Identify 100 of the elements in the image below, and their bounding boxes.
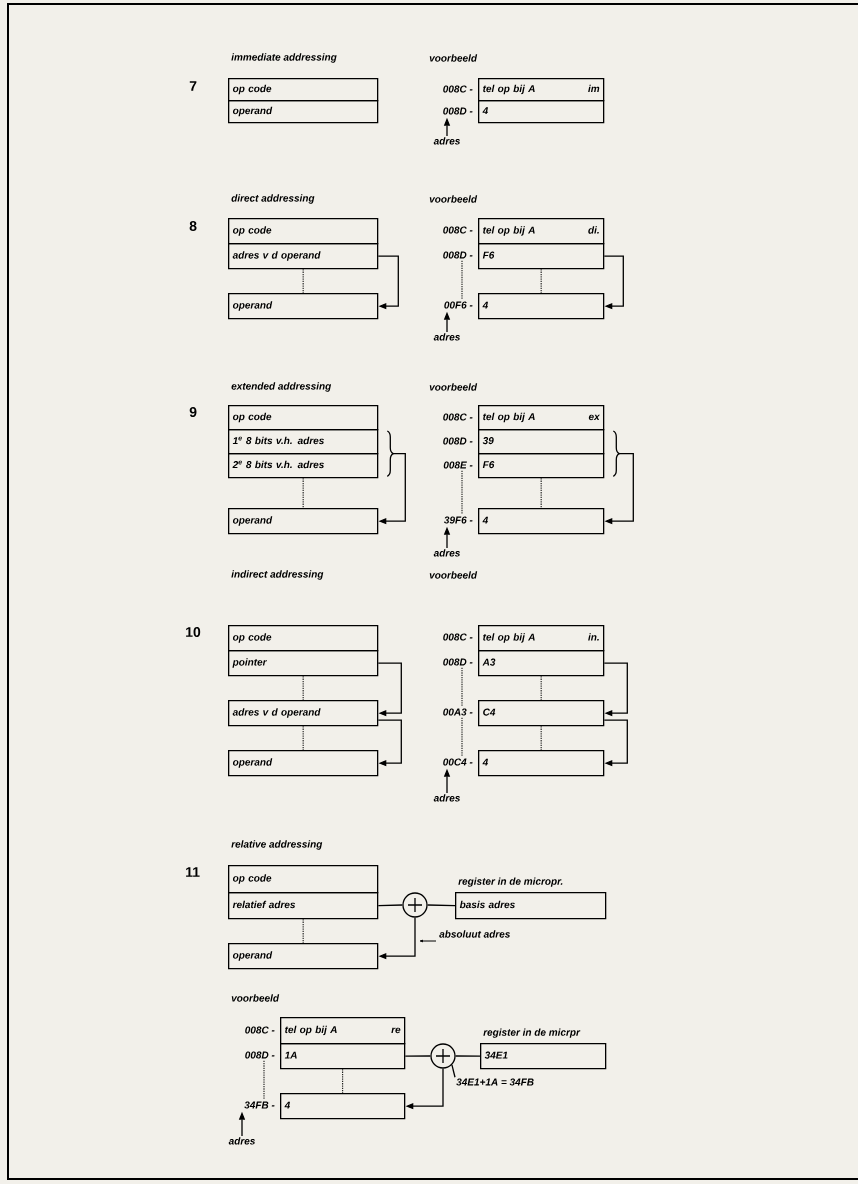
memory-cell: 4 (478, 100, 605, 124)
connector (461, 717, 463, 757)
connector (302, 477, 304, 509)
memory-cell: op code (228, 78, 379, 102)
address-label: 00F6 - (444, 301, 473, 309)
memory-cell: op code (228, 405, 379, 431)
connector (377, 904, 403, 907)
memory-cell: C4 (478, 700, 605, 727)
section-heading: immediate addressing (231, 53, 337, 63)
register-heading: register in de micropr. (458, 877, 563, 887)
section-number: 8 (189, 221, 197, 231)
memory-cell: op code (228, 218, 379, 245)
connector (302, 918, 304, 944)
connector (263, 1060, 265, 1100)
memory-cell: tel op bij A im (478, 78, 605, 102)
connector (377, 255, 399, 310)
connector (302, 725, 304, 751)
connector (427, 904, 456, 907)
connector (540, 268, 542, 294)
address-label: 008D - (443, 658, 473, 666)
address-label: 00C4 - (443, 758, 473, 766)
connector (404, 1055, 431, 1057)
address-label: 008D - (443, 251, 473, 259)
connector (461, 667, 463, 707)
connector (455, 1055, 481, 1057)
connector (342, 1068, 344, 1094)
memory-cell: relatief adres (228, 892, 379, 920)
memory-cell: A3 (478, 650, 605, 677)
memory-cell: op code (228, 625, 379, 652)
section-heading: voorbeeld (231, 994, 280, 1002)
connector (603, 255, 624, 310)
pointer-label: adres (433, 333, 460, 341)
connector (603, 719, 628, 767)
pointer-label: adres (433, 794, 460, 802)
section-number: 7 (189, 81, 197, 91)
register-box: 34E1 (480, 1043, 607, 1070)
section-heading: direct addressing (231, 194, 315, 204)
memory-cell: op code (228, 865, 379, 894)
memory-cell: tel op bij A re (280, 1017, 406, 1045)
memory-cell: operand (228, 750, 379, 777)
section-number: 11 (186, 867, 200, 877)
memory-cell: 1A (280, 1043, 406, 1070)
memory-cell: pointer (228, 650, 379, 677)
section-heading: voorbeeld (429, 571, 478, 579)
memory-cell: adres v d operand (228, 700, 379, 727)
address-label: 00A3 - (443, 708, 473, 716)
memory-cell: tel op bij A in. (478, 625, 605, 652)
memory-cell: operand (228, 508, 379, 535)
section-heading: indirect addressing (231, 570, 324, 580)
section-number: 10 (186, 627, 201, 637)
adder-symbol (402, 892, 428, 918)
memory-cell: 1$^{e}$ 8 bits v.h. adres (228, 429, 379, 455)
address-label: 008E - (443, 461, 473, 469)
memory-cell: 4 (478, 293, 605, 320)
pointer-label: 34E1+1A = 34FB (456, 1078, 534, 1086)
memory-cell: F6 (478, 243, 605, 270)
connector (540, 675, 542, 701)
connector (540, 477, 542, 509)
address-label: 39F6 - (444, 516, 473, 524)
connector (540, 725, 542, 751)
memory-cell: tel op bij A ex (478, 405, 605, 431)
pointer-label: adres (228, 1137, 255, 1145)
section-heading: extended addressing (231, 382, 332, 392)
section-number: 9 (189, 407, 197, 417)
section-heading: relative addressing (231, 840, 323, 850)
adder-symbol (430, 1043, 456, 1069)
address-label: 008C - (443, 633, 473, 641)
address-label: 34FB - (244, 1101, 275, 1109)
pointer-label: adres (433, 549, 460, 557)
address-label: 008D - (443, 107, 473, 115)
memory-cell: 4 (478, 508, 605, 535)
address-label: 008D - (443, 437, 473, 445)
memory-cell: 4 (478, 750, 605, 777)
section-heading: voorbeeld (429, 195, 478, 203)
memory-cell: 2$^{e}$ 8 bits v.h. adres (228, 453, 379, 479)
memory-cell: operand (228, 943, 379, 970)
memory-cell: tel op bij A di. (478, 218, 605, 245)
connector (461, 260, 463, 300)
register-heading: register in de micrpr (483, 1028, 581, 1038)
connector (377, 662, 402, 717)
memory-cell: 4 (280, 1093, 406, 1120)
connector (302, 268, 304, 294)
register-box: basis adres (455, 892, 607, 920)
pointer-label: adres (433, 137, 460, 145)
address-label: 008D - (245, 1051, 275, 1059)
connector (461, 470, 463, 515)
connector (302, 675, 304, 701)
address-label: 008C - (443, 85, 473, 93)
section-heading: voorbeeld (429, 383, 478, 391)
memory-cell: 39 (478, 429, 605, 455)
connector (377, 719, 402, 767)
address-label: 008C - (443, 226, 473, 234)
address-label: 008C - (245, 1026, 275, 1034)
address-label: 008C - (443, 413, 473, 421)
memory-cell: operand (228, 100, 379, 124)
memory-cell: adres v d operand (228, 243, 379, 270)
memory-cell: operand (228, 293, 379, 320)
connector (603, 662, 628, 717)
section-heading: voorbeeld (429, 54, 478, 62)
connector (451, 1064, 456, 1078)
